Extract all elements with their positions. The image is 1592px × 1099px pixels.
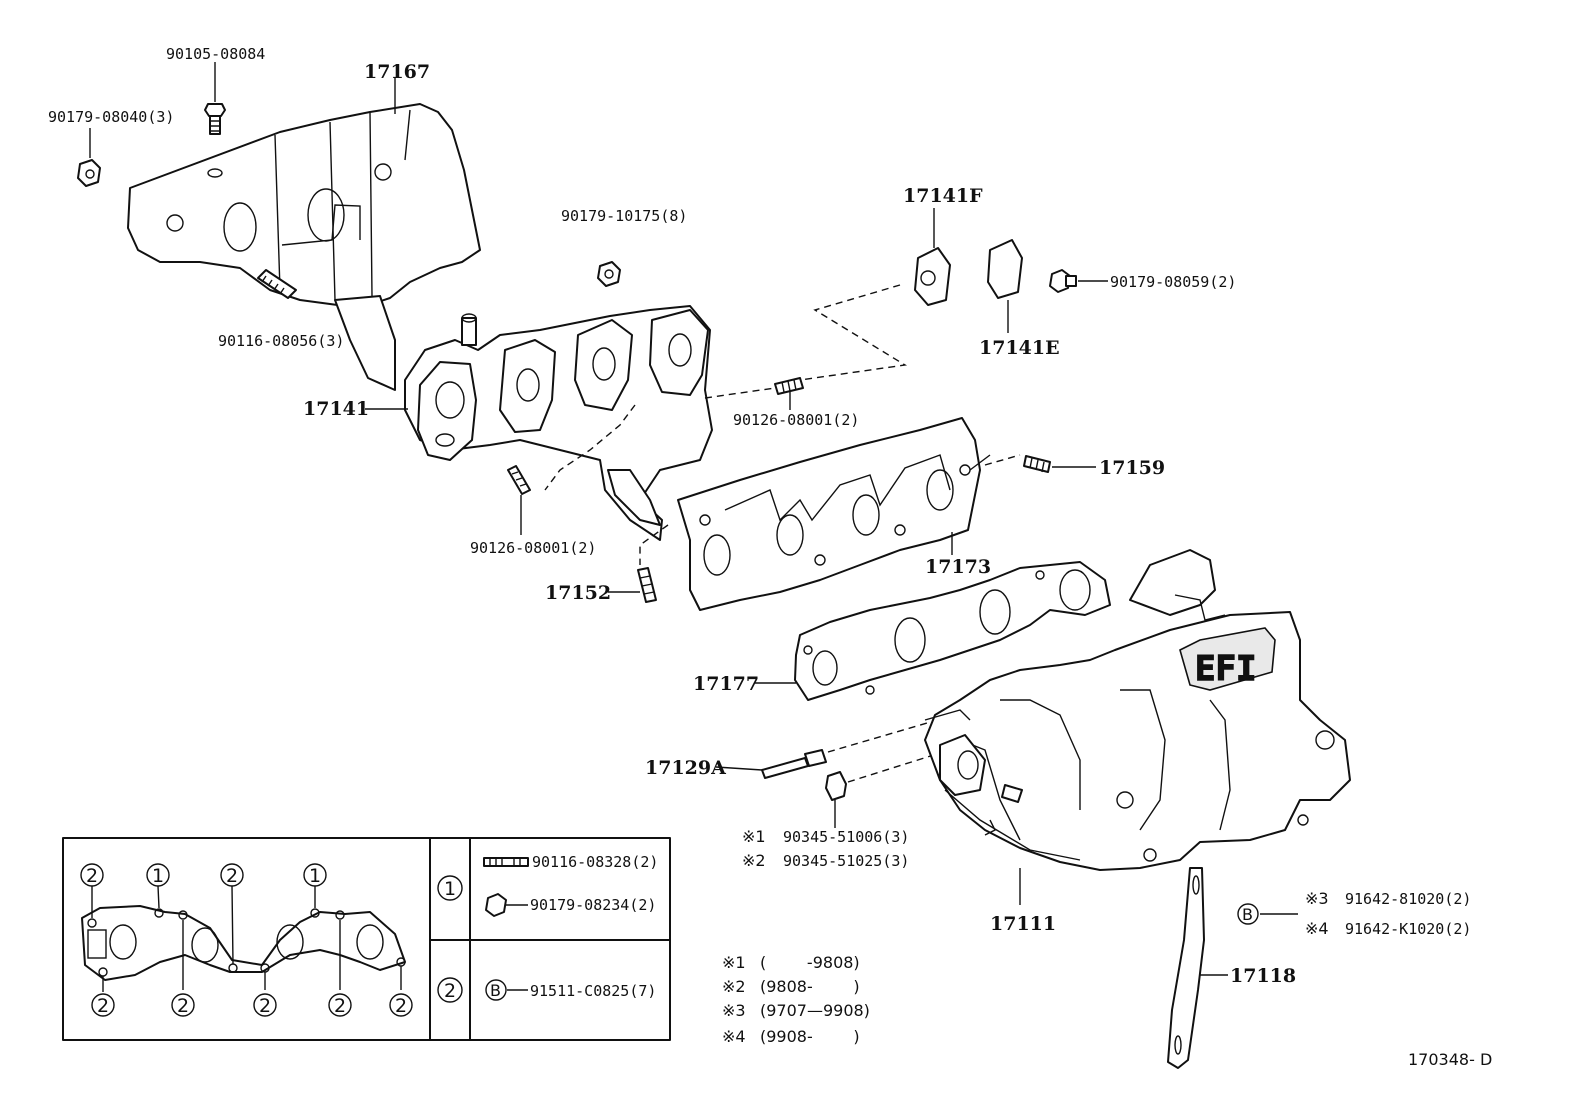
legend-part-90116-08328: 90116-08328(2)	[532, 853, 658, 871]
callout-2-a: 2	[86, 865, 98, 887]
heat-insulator-17167	[127, 103, 481, 391]
mark-4: ※4	[1305, 919, 1329, 938]
label-90126-08001-bottom: 90126-08001(2)	[470, 539, 596, 557]
stud-17159	[984, 454, 1096, 473]
label-17118: 17118	[1230, 965, 1296, 987]
gasket-17141F	[914, 208, 951, 306]
legend-gasket-drawing	[81, 885, 406, 992]
bolt-90179-08059	[1049, 269, 1108, 293]
mark-2: ※2	[742, 851, 766, 870]
note-1-mark: ※1	[722, 953, 746, 972]
stud-17152	[608, 524, 669, 603]
nut-90179-10175	[597, 261, 621, 287]
note-3-text: (9707—9908)	[760, 1001, 870, 1020]
efi-emblem: EFI	[1195, 649, 1256, 689]
callout-1-a: 1	[152, 865, 164, 887]
label-17173: 17173	[925, 556, 991, 578]
label-91642-81020: 91642-81020(2)	[1345, 890, 1471, 908]
label-90179-10175: 90179-10175(8)	[561, 207, 687, 225]
bolt-90105-08084	[204, 62, 226, 135]
label-17167: 17167	[364, 61, 430, 83]
callout-2-c: 2	[97, 995, 109, 1017]
label-90345-51006: 90345-51006(3)	[783, 828, 909, 846]
callout-2-b: 2	[226, 865, 238, 887]
label-90126-08001-top: 90126-08001(2)	[733, 411, 859, 429]
callout-2-f: 2	[334, 995, 346, 1017]
label-17141F: 17141F	[903, 185, 983, 207]
gasket-17141E	[987, 239, 1023, 333]
manifold-gasket-17173	[677, 417, 991, 611]
label-90179-08040: 90179-08040(3)	[48, 108, 174, 126]
legend-nut-icon	[485, 893, 528, 917]
bolt-b-marker: B	[1237, 903, 1298, 925]
label-17141E: 17141E	[979, 337, 1060, 359]
label-90179-08059: 90179-08059(2)	[1110, 273, 1236, 291]
label-17159: 17159	[1099, 457, 1165, 479]
note-4-text: (9908- )	[760, 1027, 860, 1046]
label-17129A: 17129A	[645, 757, 726, 779]
label-17111: 17111	[990, 913, 1056, 935]
b-mark-text: B	[1242, 905, 1253, 924]
stud-90126-08001-top	[704, 377, 804, 410]
legend-part-90179-08234: 90179-08234(2)	[530, 896, 656, 914]
intake-gasket-17177	[755, 561, 1111, 701]
legend-row2-callout: 2	[444, 980, 456, 1002]
diagram-code: 170348- D	[1408, 1050, 1492, 1069]
mark-3: ※3	[1305, 889, 1329, 908]
legend-stud-icon	[483, 857, 529, 867]
legend-box: 2 1 2 1 2 2 2 2 2 1 90116-08328(2)	[62, 837, 671, 1041]
stud-90126-08001-bottom	[507, 465, 531, 535]
label-17177: 17177	[693, 673, 759, 695]
legend-row1-callout: 1	[444, 878, 456, 900]
label-17152: 17152	[545, 582, 611, 604]
exhaust-manifold-17141	[365, 305, 713, 541]
callout-2-d: 2	[177, 995, 189, 1017]
callout-1-b: 1	[309, 865, 321, 887]
label-91642-K1020: 91642-K1020(2)	[1345, 920, 1471, 938]
label-17141: 17141	[303, 398, 369, 420]
note-4-mark: ※4	[722, 1027, 746, 1046]
note-2-mark: ※2	[722, 977, 746, 996]
legend-b-mark: B	[490, 981, 501, 1000]
nut-90179-08040	[77, 128, 101, 187]
stud-90116-08056	[257, 269, 297, 299]
callout-2-g: 2	[395, 995, 407, 1017]
label-90116-08056: 90116-08056(3)	[218, 332, 344, 350]
manifold-stay-17118	[1167, 867, 1228, 1069]
label-90345-51025: 90345-51025(3)	[783, 852, 909, 870]
note-1-text: ( -9808)	[760, 953, 860, 972]
label-90105-08084: 90105-08084	[166, 45, 265, 63]
legend-callouts: 2 1 2 1 2 2 2 2 2	[80, 863, 413, 1017]
mark-1: ※1	[742, 827, 766, 846]
callout-2-e: 2	[259, 995, 271, 1017]
legend-part-91511-C0825: 91511-C0825(7)	[530, 982, 656, 1000]
note-3-mark: ※3	[722, 1001, 746, 1020]
intake-manifold-17111: EFI	[924, 549, 1351, 905]
note-2-text: (9808- )	[760, 977, 860, 996]
